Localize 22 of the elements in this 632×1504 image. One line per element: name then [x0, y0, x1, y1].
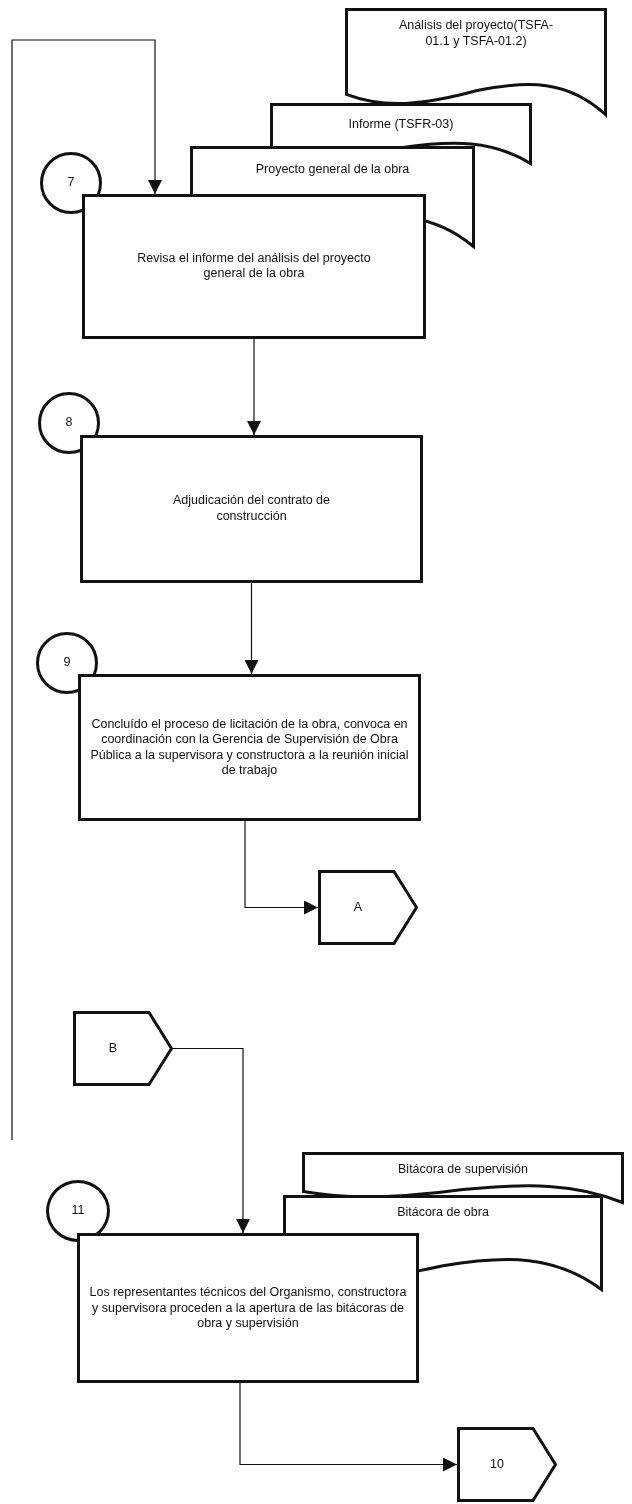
document-title: Informe (TSFR-03): [347, 117, 455, 133]
arrow: [239, 1382, 458, 1472]
step-number: 8: [64, 415, 74, 431]
process-text: Adjudicación del contrato de construcción: [171, 493, 332, 525]
document-title: Proyecto general de la obra: [254, 162, 411, 178]
connector-label: 10: [489, 1456, 505, 1473]
step-number: 9: [62, 655, 72, 671]
document-title: Bitácora de supervisión: [397, 1162, 529, 1178]
arrow: [172, 1047, 250, 1234]
document-title: Bitácora de obra: [396, 1205, 490, 1221]
arrow: [247, 338, 261, 436]
step-number: 7: [66, 175, 76, 191]
document-title: Análisis del proyecto(TSFA-01.1 y TSFA-01.2): [397, 18, 555, 50]
step-number: 11: [70, 1203, 86, 1219]
arrow: [244, 582, 259, 675]
process-text: Concluído el proceso de licitación de la obra, convoca en coordinación con la Gerencia de Supervisión de Obra Pública a la supervisora y constructora a la reunión inicial de trabajo: [90, 716, 409, 779]
process-text: Revisa el informe del análisis del proyecto general de la obra: [136, 250, 372, 283]
connector-label: B: [107, 1040, 119, 1057]
arrow: [244, 820, 319, 915]
connector-label: A: [352, 899, 364, 916]
process-text: Los representantes técnicos del Organismo, constructora y supervisora proceden a la apertura de las bitácoras de obra y supervisión: [89, 1284, 407, 1332]
arrow: [11, 39, 162, 1141]
